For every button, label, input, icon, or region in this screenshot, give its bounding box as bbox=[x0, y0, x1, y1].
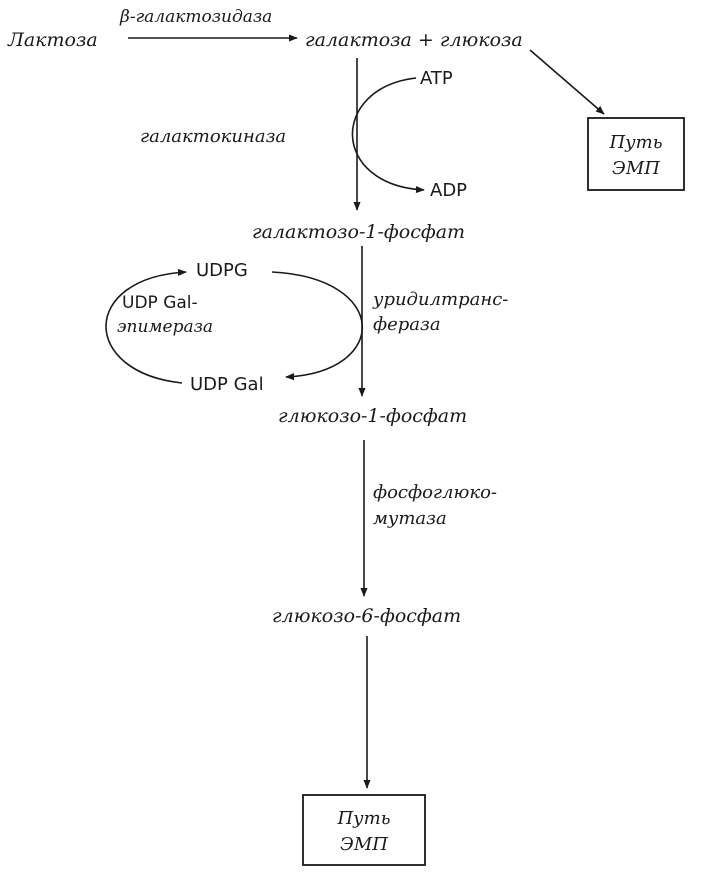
glucose-to-emp-arrow bbox=[529, 49, 605, 115]
emp-box-top-line1: Путь bbox=[608, 132, 662, 153]
epimerase-loop-arrow bbox=[105, 268, 187, 384]
udp-gal-epimerase-label-line2: эпимераза bbox=[117, 317, 213, 337]
phosphoglucomutase-label-line2: мутаза bbox=[373, 508, 447, 529]
uridyltransferase-curved-arrow bbox=[271, 271, 364, 381]
emp-pathway-box-bottom: Путь ЭМП bbox=[302, 794, 426, 866]
emp-box-bottom-line1: Путь bbox=[336, 808, 390, 829]
beta-galactosidase-label: β-галактозидаза bbox=[119, 7, 272, 27]
galactose-glucose-label: галактоза + глюкоза bbox=[305, 29, 523, 51]
galactose-1-phosphate-label: галактозо-1-фосфат bbox=[252, 221, 465, 243]
uridyltransferase-label-line1: уридилтранс- bbox=[372, 289, 508, 310]
glucose-6-phosphate-label: глюкозо-6-фосфат bbox=[272, 605, 461, 627]
galactokinase-label: галактокиназа bbox=[140, 126, 286, 147]
emp-box-bottom-line2: ЭМП bbox=[340, 834, 388, 855]
adp-label: ADP bbox=[430, 180, 467, 201]
glucose-1-phosphate-label: глюкозо-1-фосфат bbox=[278, 405, 467, 427]
uridyltransferase-label-line2: фераза bbox=[373, 314, 441, 335]
udp-gal-epimerase-label-line1: UDP Gal- bbox=[122, 293, 198, 313]
atp-label: ATP bbox=[420, 68, 453, 89]
lactose-label: Лактоза bbox=[7, 29, 98, 51]
emp-box-top-line2: ЭМП bbox=[612, 158, 660, 179]
udpg-label: UDPG bbox=[196, 260, 248, 281]
atp-adp-curved-arrow bbox=[351, 77, 425, 194]
emp-pathway-box-top: Путь ЭМП bbox=[587, 117, 685, 191]
phosphoglucomutase-label-line1: фосфоглюко- bbox=[373, 482, 497, 503]
udp-gal-label: UDP Gal bbox=[190, 374, 264, 395]
